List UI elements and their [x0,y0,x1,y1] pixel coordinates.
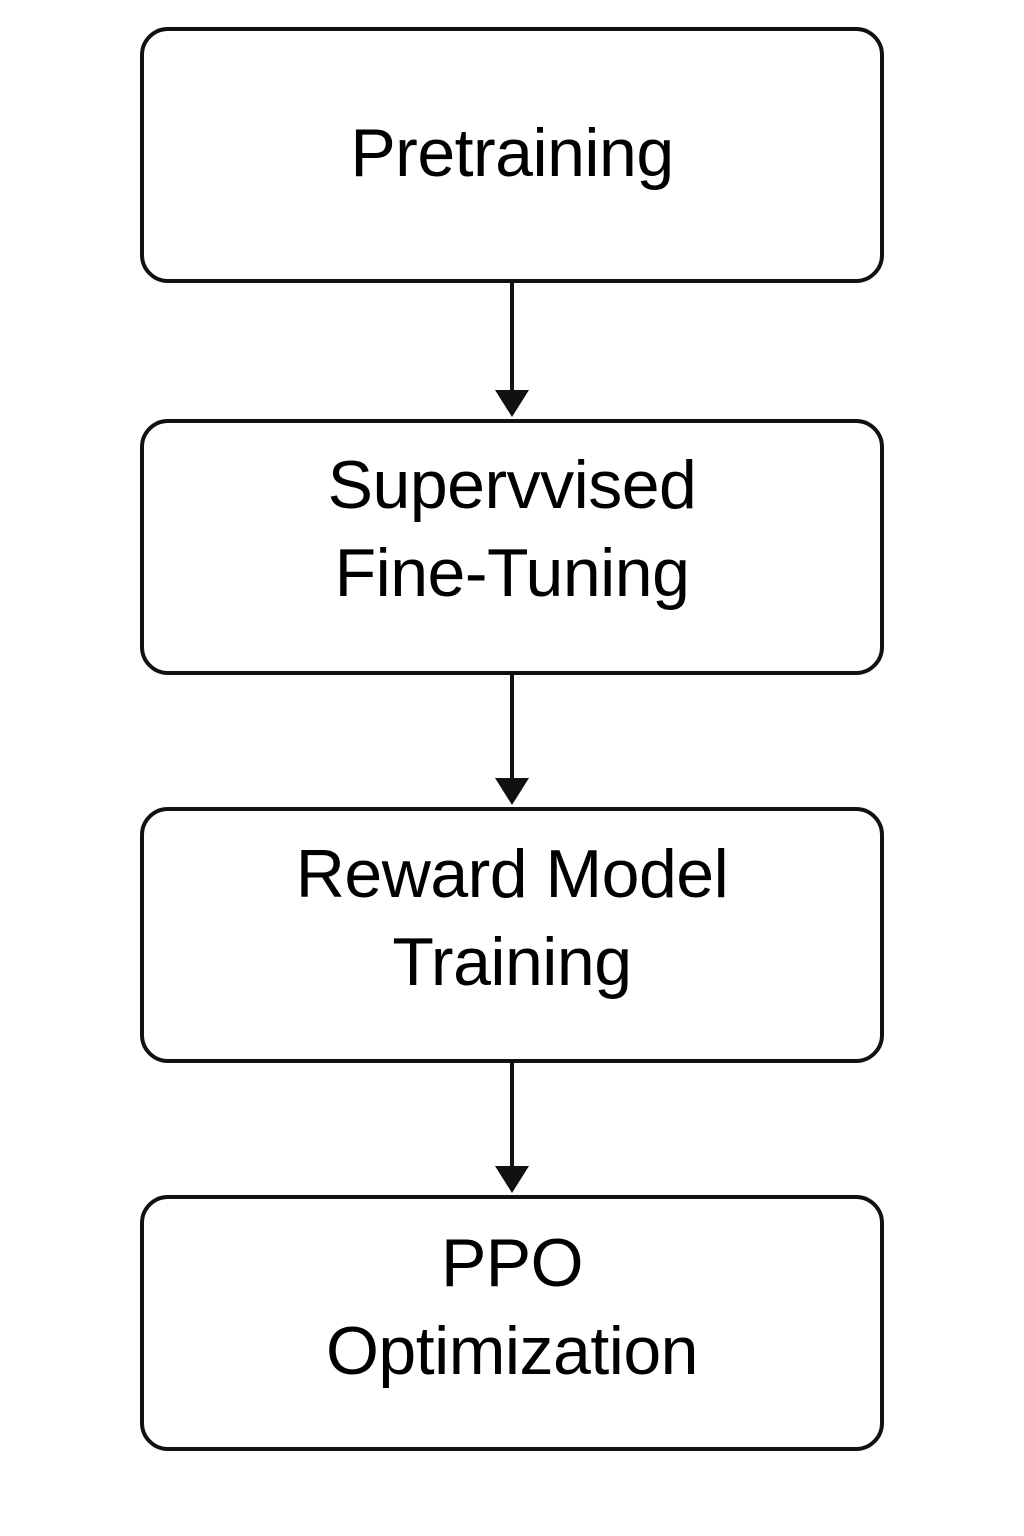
stage-pretraining: Pretraining [140,27,884,283]
arrow-reward-model-to-ppo [495,1063,529,1193]
arrow-pretraining-to-sft [495,283,529,417]
stage-ppo-optimization: PPO Optimization [140,1195,884,1451]
stage-reward-model-training: Reward Model Training [140,807,884,1063]
stage-label-line-1: Supervvised [327,447,697,523]
stage-label-line-1: PPO [440,1225,584,1301]
stage-label-line-2: Training [392,924,632,1000]
stage-label-line-2: Fine-Tuning [334,535,690,611]
stage-label-line-1: Reward Model [295,836,729,912]
arrow-sft-to-reward-model [495,675,529,805]
stage-label: Pretraining [350,115,674,191]
stage-supervised-fine-tuning: Supervvised Fine-Tuning [140,419,884,675]
stage-label-line-2: Optimization [326,1313,698,1389]
